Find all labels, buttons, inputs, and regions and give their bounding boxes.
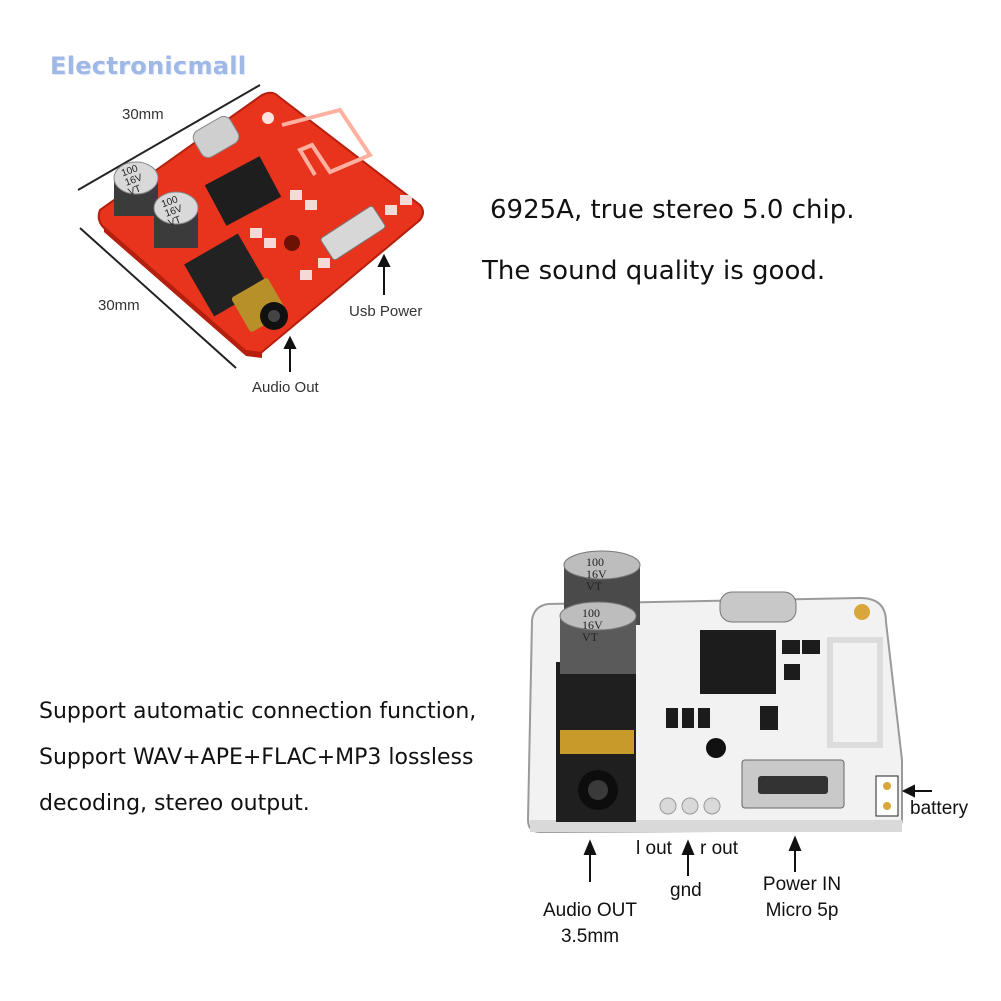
audio-out-line-1: Audio OUT xyxy=(543,900,637,921)
top-capacitor-1 xyxy=(113,161,159,216)
power-in-line-2: Micro 5p xyxy=(765,900,839,921)
bottom-capacitor-2 xyxy=(559,601,637,674)
r-out-label: r out xyxy=(700,838,739,859)
feature-line-1: Support automatic connection function, xyxy=(39,699,477,724)
cap-text-1: 100 xyxy=(582,606,600,620)
bottom-cap2-label: 100 16V VT xyxy=(582,607,603,643)
bottom-cap1-label: 100 16V VT xyxy=(586,556,607,592)
red-pcb-board xyxy=(97,91,424,358)
power-in-label: Power IN Micro 5p xyxy=(752,872,852,924)
cap-text-2: 16V xyxy=(586,567,607,581)
audio-out-line-2: 3.5mm xyxy=(560,926,620,947)
cap-text-2: 16V xyxy=(582,618,603,632)
bottom-arrows xyxy=(583,784,932,882)
white-pcb-board xyxy=(526,550,903,834)
sound-quality-description: The sound quality is good. xyxy=(482,256,826,286)
feature-line-2: Support WAV+APE+FLAC+MP3 lossless xyxy=(39,745,474,770)
watermark-logo-text: Electronicmall xyxy=(50,52,247,80)
dimension-side-label: 30mm xyxy=(98,297,140,314)
features-block: Support automatic connection function, S… xyxy=(39,689,476,827)
cap-text-3: VT xyxy=(586,579,602,593)
chip-description: 6925A, true stereo 5.0 chip. xyxy=(490,195,855,225)
gnd-label: gnd xyxy=(670,880,702,901)
cap-text-3: VT xyxy=(582,630,598,644)
audio-out-35-label: Audio OUT 3.5mm xyxy=(534,898,646,950)
usb-power-label: Usb Power xyxy=(349,303,423,320)
l-out-label: l out xyxy=(636,838,672,859)
cap-text-1: 100 xyxy=(586,555,604,569)
audio-out-label: Audio Out xyxy=(252,379,319,396)
feature-line-3: decoding, stereo output. xyxy=(39,791,310,816)
top-capacitor-2 xyxy=(153,191,199,248)
battery-label: battery xyxy=(910,798,969,819)
dimension-lines xyxy=(77,84,261,369)
power-in-line-1: Power IN xyxy=(762,874,842,895)
top-arrows xyxy=(283,253,391,372)
dimension-top-label: 30mm xyxy=(122,106,164,123)
